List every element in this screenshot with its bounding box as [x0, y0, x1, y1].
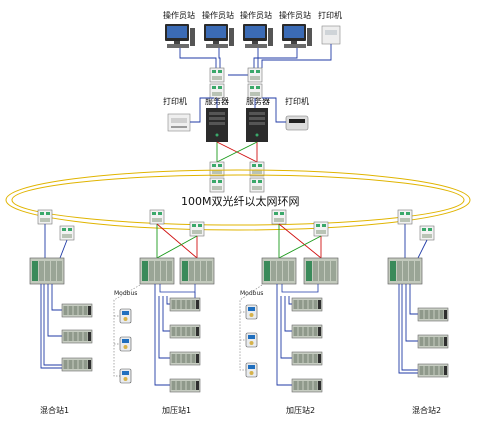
plc-rack-icon	[261, 257, 297, 285]
station-mixing-2: 混合站2	[398, 284, 449, 415]
io-module-panel-icon	[291, 378, 323, 393]
workstation-icon	[243, 24, 273, 48]
network-switch-icon	[209, 67, 225, 83]
io-module-panel-icon	[61, 303, 93, 318]
network-switch-icon	[247, 67, 263, 83]
network-switch-icon	[249, 161, 265, 177]
station-label: 混合站2	[412, 405, 441, 415]
network-switch-icon	[247, 83, 263, 99]
workstation-icon	[204, 24, 234, 48]
printer-icon	[285, 115, 309, 131]
plc-rack-icon	[29, 257, 65, 285]
io-module-panel-icon	[169, 324, 201, 339]
station-booster-1: Modbus 加压站1	[113, 284, 201, 415]
network-switch-icon	[249, 177, 265, 193]
ring-network-label: 100M双光纤以太网环网	[181, 194, 300, 208]
io-module-panel-icon	[291, 297, 323, 312]
operator-station-label: 操作员站	[163, 10, 195, 20]
io-module-panel-icon	[61, 329, 93, 344]
io-module-panel-icon	[291, 351, 323, 366]
field-device-icon	[245, 332, 258, 348]
modbus-label: Modbus	[240, 290, 263, 297]
operator-stations: 操作员站 操作员站 操作员站 操作员站 打印机	[163, 10, 342, 48]
server-tower-icon	[246, 108, 268, 142]
field-device-icon	[119, 368, 132, 384]
printer-label-left: 打印机	[163, 96, 187, 106]
plc-rack-icon	[303, 257, 339, 285]
station-mixing-1: 混合站1	[40, 284, 93, 415]
station-label: 混合站1	[40, 405, 69, 415]
station-label: 加压站1	[162, 405, 191, 415]
field-device-icon	[119, 308, 132, 324]
server-links	[190, 97, 286, 163]
network-switch-icon	[271, 209, 287, 225]
io-module-panel-icon	[417, 334, 449, 349]
server-tower-icon	[206, 108, 228, 142]
network-switch-icon	[59, 225, 75, 241]
io-module-panel-icon	[291, 324, 323, 339]
network-switch-icon	[149, 209, 165, 225]
network-switch-icon	[209, 177, 225, 193]
field-device-icon	[245, 362, 258, 378]
operator-station-label: 操作员站	[202, 10, 234, 20]
io-module-panel-icon	[169, 297, 201, 312]
plc-sync-links	[159, 284, 319, 293]
plc-rack-icon	[139, 257, 175, 285]
io-module-panel-icon	[169, 378, 201, 393]
printer-label-top: 打印机	[318, 10, 342, 20]
server-label-2: 服务器	[246, 96, 270, 106]
network-switch-icon	[189, 221, 205, 237]
workstation-icon	[282, 24, 312, 48]
io-module-panel-icon	[417, 363, 449, 378]
io-module-panel-icon	[417, 307, 449, 322]
field-device-icon	[245, 304, 258, 320]
plc-rack-icon	[179, 257, 215, 285]
operator-station-label: 操作员站	[240, 10, 272, 20]
network-switch-icon	[397, 209, 413, 225]
network-switch-icon	[419, 225, 435, 241]
io-module-panel-icon	[61, 357, 93, 372]
operator-station-label: 操作员站	[279, 10, 311, 20]
field-device-icon	[119, 336, 132, 352]
network-switch-icon	[313, 221, 329, 237]
plc-rack-icon	[387, 257, 423, 285]
station-label: 加压站2	[286, 405, 315, 415]
modbus-label: Modbus	[114, 290, 137, 297]
network-switch-icon	[209, 161, 225, 177]
network-switch-icon	[37, 209, 53, 225]
network-switch-icon	[209, 83, 225, 99]
printer-label-right: 打印机	[285, 96, 309, 106]
printer-icon	[167, 113, 191, 132]
workstation-icon	[165, 24, 195, 48]
io-module-panel-icon	[169, 351, 201, 366]
ring-network	[5, 169, 471, 231]
station-booster-2: Modbus 加压站2	[239, 284, 323, 415]
station-links	[44, 223, 428, 259]
printer-icon	[321, 25, 341, 45]
workstation-links	[179, 44, 332, 76]
